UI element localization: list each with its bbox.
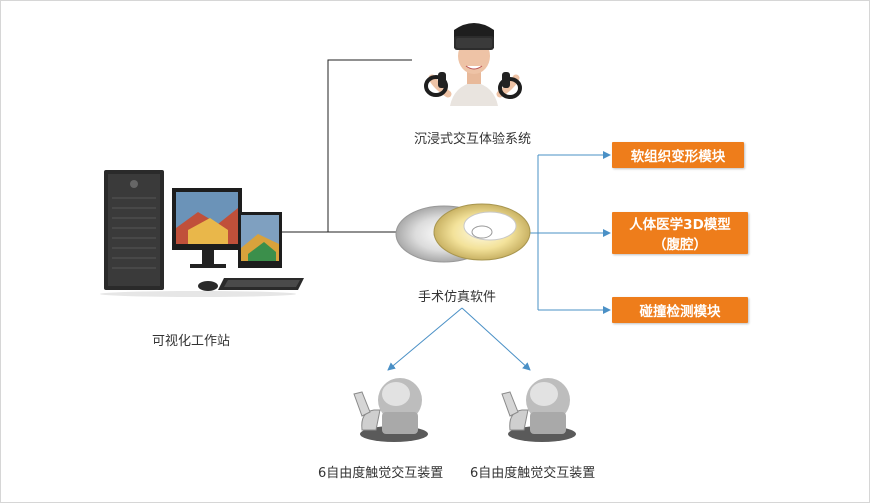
haptic-right-label: 6自由度触觉交互装置 (470, 466, 596, 481)
link-haptic-left (387, 307, 463, 371)
link-haptic-right (461, 307, 531, 371)
module-collision-label: 碰撞检测模块 (639, 304, 721, 320)
haptic-device-icon (353, 378, 428, 442)
link-to-vr (327, 59, 412, 232)
vr-system-label: 沉浸式交互体验系统 (414, 132, 532, 147)
module-3d-model-label: 人体医学3D模型 (629, 217, 731, 233)
module-3d-model: 人体医学3D模型 （腹腔） (612, 212, 748, 254)
software-disc-icon (395, 203, 531, 263)
module-soft-tissue: 软组织变形模块 (612, 142, 744, 168)
vr-headset-person-icon (424, 23, 522, 106)
module-soft-tissue-label: 软组织变形模块 (630, 149, 726, 165)
haptic-device-icon (501, 378, 576, 442)
module-collision: 碰撞检测模块 (612, 297, 748, 323)
module-3d-model-sublabel: （腹腔） (653, 237, 707, 253)
workstation-icon (100, 170, 304, 297)
haptic-left-label: 6自由度触觉交互装置 (318, 466, 444, 481)
software-label: 手术仿真软件 (418, 290, 497, 305)
workstation-label: 可视化工作站 (152, 334, 231, 349)
